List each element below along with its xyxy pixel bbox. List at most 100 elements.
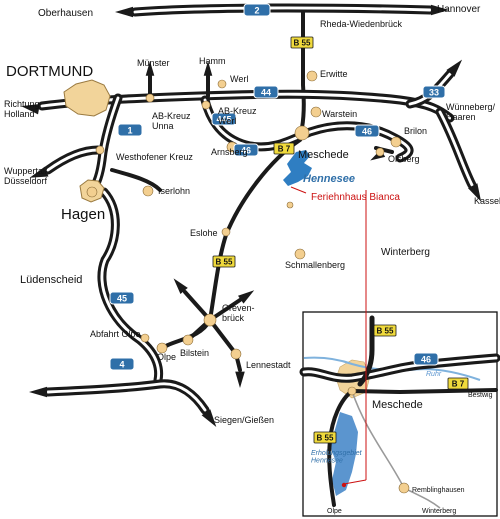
hamm-arrow (203, 61, 213, 76)
hennesee-lake (283, 150, 312, 186)
svg-text:45: 45 (117, 294, 127, 304)
label-ferienhaus-bianca: Feriehnhaus Bianca (311, 192, 400, 203)
inset-b7-road-outline (350, 388, 498, 394)
grevenbrueck-nw-arrow (173, 278, 188, 294)
a44-kassel-arrow (468, 183, 482, 202)
grevenbrueck-ne-arrow (238, 290, 255, 304)
a44-kassel-autobahn-center (438, 110, 474, 187)
marker-warstein (310, 106, 322, 118)
label-hagen: Hagen (61, 206, 105, 223)
marker-lennestadt (230, 348, 242, 360)
label-hamm: Hamm (199, 56, 226, 66)
inset-hennesee-lake (330, 412, 358, 496)
lennestadt-road-outline (208, 318, 238, 356)
label-winterberg: Winterberg (381, 247, 430, 258)
iserlohn-road-outline (110, 168, 162, 192)
label-siegen: Siegen/Gießen (214, 415, 274, 425)
label-oberhausen: Oberhausen (38, 8, 93, 19)
label-abfahrt-olpe: Abfahrt Olpe (90, 329, 141, 339)
label-hannover: Hannover (437, 4, 481, 15)
b55-south-shield: B 55 (212, 255, 236, 268)
autobahn-a445-shield: 445 (211, 112, 237, 126)
label-rheda: Rheda-Wiedenbrück (320, 19, 403, 29)
label-werl: Werl (230, 74, 248, 84)
autobahn-a33-shield: 33 (422, 85, 446, 99)
inset-label-bestwig: Bestwig (468, 392, 493, 399)
inset-b7-shield: B 7 (447, 377, 469, 390)
a4-autobahn-center (46, 382, 207, 412)
dortmund-urban-area (63, 79, 111, 117)
svg-text:44: 44 (261, 88, 271, 98)
label-wuenneberg: Wünneberg/Haaren (446, 102, 496, 122)
label-wuppertal: Wuppertal/Düsseldorf (4, 166, 48, 186)
marker-grevenbrueck (203, 313, 217, 327)
autobahn-a2-shield: 2 (243, 3, 271, 17)
svg-text:46: 46 (421, 355, 431, 365)
b55-north-shield: B 55 (290, 36, 314, 49)
marker-olsberg (375, 147, 385, 157)
marker-westhofen (95, 145, 105, 155)
label-luedenscheid: Lüdenscheid (20, 274, 82, 286)
inset-b55-top-shield: B 55 (373, 324, 397, 337)
svg-text:B 55: B 55 (317, 434, 334, 443)
label-hennesee: Hennesee (303, 173, 355, 185)
wuppertal-arrow (29, 166, 49, 178)
inset-road-network (299, 315, 500, 509)
inset-b55-left-shield: B 55 (313, 431, 337, 444)
label-eslohe: Eslohe (190, 228, 218, 238)
marker-brilon (390, 136, 402, 148)
marker-meschede (294, 125, 310, 141)
a4-west-arrow (29, 386, 48, 398)
svg-text:1: 1 (127, 126, 132, 136)
marker-abfahrt-olpe (140, 333, 150, 343)
a45-autobahn-center (100, 190, 161, 382)
svg-text:46: 46 (362, 127, 372, 137)
autobahn-a46-west-shield: 46 (233, 143, 259, 157)
marker-unna (145, 93, 155, 103)
label-arnsberg: Arnsberg (211, 147, 248, 157)
b55-north-road-outline (300, 10, 306, 130)
marker-hagen (86, 186, 98, 198)
marker-werl (217, 79, 227, 89)
inset-label-meschede: Meschede (372, 399, 423, 411)
svg-text:4: 4 (119, 360, 124, 370)
autobahn-a46-east-shield: 46 (354, 124, 380, 138)
autobahn-a44-shield: 44 (253, 85, 279, 99)
svg-text:B 55: B 55 (377, 327, 394, 336)
inset-label-remblinghausen: Remblinghausen (412, 487, 465, 494)
inset-a46-autobahn-center (302, 356, 498, 380)
label-warstein: Warstein (322, 109, 357, 119)
label-westhofener-kreuz: Westhofener Kreuz (116, 152, 193, 162)
label-meschede: Meschede (298, 149, 349, 161)
label-muenster: Münster (137, 58, 170, 68)
label-erwitte: Erwitte (320, 69, 348, 79)
marker-eslohe (221, 227, 231, 237)
marker-schmallenberg (294, 248, 306, 260)
inset-label-ruhr: Ruhr (426, 371, 442, 378)
svg-text:2: 2 (254, 6, 259, 16)
autobahn-a45-shield: 45 (109, 291, 135, 305)
ferienhaus-pointer (290, 186, 367, 488)
svg-text:B 7: B 7 (452, 380, 465, 389)
a1-wuppertal-autobahn-outline (43, 145, 103, 175)
marker-iserlohn (142, 185, 154, 197)
label-lennestadt: Lennestadt (246, 360, 291, 370)
svg-text:B 7: B 7 (278, 145, 291, 154)
autobahn-a1-shield: 1 (117, 123, 143, 137)
b7-shield: B 7 (273, 142, 295, 155)
a2-east-arrow (430, 4, 449, 16)
label-brilon: Brilon (404, 126, 427, 136)
label-olpe: Olpe (157, 352, 176, 362)
lennestadt-arrow (235, 371, 245, 388)
label-olsberg: Olsberg (388, 154, 420, 164)
label-schmallenberg: Schmallenberg (285, 260, 345, 270)
marker-olpe (156, 342, 168, 354)
a1-wuppertal-autobahn-center (46, 148, 100, 172)
a33-north-arrow (446, 59, 463, 77)
inset-remblinghausen-marker (398, 482, 410, 494)
svg-text:46: 46 (241, 146, 251, 156)
a46-autobahn-center (203, 98, 411, 160)
